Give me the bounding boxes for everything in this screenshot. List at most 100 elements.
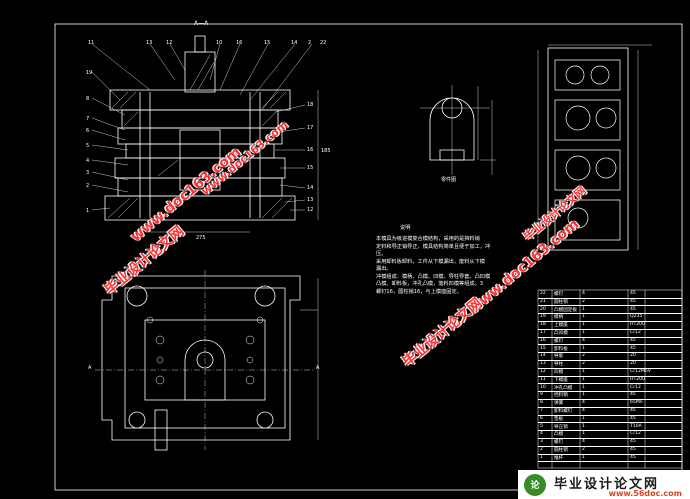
bom-row (538, 367, 682, 369)
callout-number: 19 (86, 70, 93, 76)
bom-cell: 导柱 (554, 362, 564, 368)
bom-row (538, 313, 682, 315)
note-line: 压。 (376, 251, 387, 257)
bom-cell: T10A (630, 423, 642, 429)
callout-number: 14 (307, 185, 314, 191)
bom-cell: 45 (630, 291, 636, 296)
dim-top-view-width: 275 (196, 235, 206, 241)
callout-number: 16 (236, 40, 243, 46)
bom-cell: 2 (540, 447, 543, 452)
bom-cell: 14 (540, 353, 546, 359)
bom-cell: 1 (582, 415, 585, 421)
bom-cell: 20 (630, 353, 636, 359)
bom-cell: 螺钉 (554, 338, 564, 344)
bom-cell: 1 (582, 330, 585, 335)
bom-cell: HT200 (630, 376, 646, 382)
bom-cell: 1 (582, 376, 585, 382)
bom-cell: 上模座 (554, 323, 568, 329)
bom-cell: Cr12 (630, 384, 641, 390)
bom-cell: 45 (630, 415, 636, 421)
bom-row (538, 352, 682, 354)
callout-number: 4 (86, 158, 90, 164)
bom-row (538, 359, 682, 361)
footer-banner[interactable]: 论 毕业设计论文网 www.56doc.com (518, 470, 690, 499)
note-line: 采用卸料板卸料，工件从下模漏出，废料从下模 (376, 258, 485, 265)
bom-cell: 圆柱销 (554, 448, 568, 453)
section-title: A—A (194, 20, 209, 27)
bom-cell: 卸料螺钉 (554, 409, 573, 414)
note-line: 定料和导正销导正，模具结构简单且便于加工，冲 (376, 243, 491, 250)
bom-cell: 4 (582, 408, 585, 413)
bom-row (538, 336, 682, 338)
bom-cell: 导套 (554, 354, 564, 360)
callout-number: 12 (307, 207, 314, 213)
bom-cell: 4 (582, 291, 585, 296)
drawing-frame (54, 23, 683, 491)
bom-row (538, 414, 682, 416)
bom-cell: 16 (540, 337, 546, 343)
footer-title: 毕业设计论文网 (554, 477, 660, 492)
bom-cell: 1 (582, 306, 585, 312)
bom-cell: 5 (540, 423, 543, 429)
bom-cell: 圆柱销 (554, 299, 568, 305)
bom-cell: 1 (582, 392, 585, 398)
bom-cell: 12 (540, 369, 546, 374)
callout-number: 14 (291, 40, 298, 46)
callout-number: 11 (88, 40, 95, 46)
bom-cell: 模柄 (554, 315, 564, 321)
bom-cell: 21 (540, 298, 546, 304)
bom-row (538, 406, 682, 408)
bom-row (538, 461, 682, 463)
bom-cell: 45 (630, 337, 636, 343)
bom-row (538, 445, 682, 447)
bom-row (538, 391, 682, 393)
bom-cell: Q235 (630, 314, 643, 320)
callout-number: 22 (320, 40, 327, 46)
bom-cell: 7 (540, 408, 543, 413)
notes-title: 说明 (400, 225, 411, 231)
view-marker-left: A (88, 365, 92, 371)
bom-cell: 8 (540, 400, 543, 406)
bom-cell: 1 (582, 322, 585, 328)
bom-cell: 17 (540, 330, 546, 335)
callout-number: 2 (308, 40, 312, 46)
bom-cell: 螺钉 (554, 292, 564, 297)
callout-number: 16 (307, 147, 314, 153)
bom-cell: 4 (582, 439, 585, 445)
footer-url[interactable]: www.56doc.com (608, 489, 682, 498)
bom-cell: 65Mn (630, 400, 643, 406)
bom-cell: 2 (582, 298, 585, 304)
bom-cell: 4 (582, 337, 585, 343)
bom-cell: 凸模固定板 (554, 307, 577, 313)
bom-cell: 45 (630, 447, 636, 452)
bom-row (538, 383, 682, 385)
bom-cell: 2 (582, 447, 585, 452)
note-line: 螺钉16，圆柱销16，与上模座固定。 (376, 288, 462, 295)
bom-cell: 1 (582, 454, 585, 460)
callout-number: 15 (307, 165, 314, 171)
bom-row (538, 320, 682, 322)
bom-row (538, 305, 682, 307)
bom-cell: 45 (630, 306, 636, 312)
bom-row (538, 398, 682, 400)
bom-row (538, 375, 682, 377)
note-line: 本模具为级进模复合模结构，采用的是挡料销 (376, 236, 480, 242)
callout-number: 15 (264, 40, 271, 46)
bom-cell: 45 (630, 408, 636, 413)
view-marker-right: A (316, 365, 320, 371)
bom-cell: 15 (540, 345, 546, 351)
bom-row (538, 430, 682, 432)
part-drawing (420, 85, 496, 175)
callout-number: 5 (86, 143, 90, 149)
bom-cell: 1 (540, 454, 543, 460)
note-line: 漏出。 (376, 266, 392, 272)
bom-cell: 导正销 (554, 424, 568, 430)
callout-number: 2 (86, 183, 90, 189)
bom-cell: 11 (540, 376, 546, 382)
callout-number: 17 (307, 125, 314, 131)
bom-cell: 18 (540, 322, 546, 328)
site-logo-icon: 论 (524, 473, 546, 496)
bom-cell: Cr12 (630, 431, 641, 437)
bom-cell: 45 (630, 298, 636, 304)
